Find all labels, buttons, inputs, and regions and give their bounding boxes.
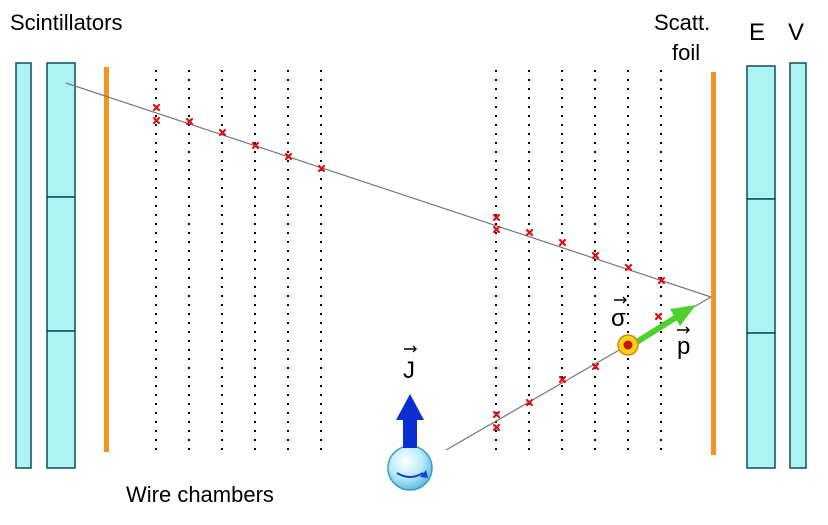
scintillator-segment-2 [46, 196, 76, 332]
cross-icon [251, 141, 260, 150]
e-segment-3 [746, 332, 776, 469]
momentum-arrow-head [670, 305, 696, 326]
spin-j-label: J [403, 357, 415, 384]
scattered-track [65, 82, 712, 298]
spin-vector-dot [617, 334, 639, 356]
rotation-arrow-icon [396, 472, 424, 478]
foil-label: foil [672, 40, 700, 65]
cross-icon [185, 117, 194, 126]
tracks [65, 82, 712, 451]
cross-icon [591, 251, 600, 260]
momentum-arrow [629, 305, 696, 348]
hits [152, 103, 666, 432]
cross-icon [558, 238, 567, 247]
cross-icon [218, 128, 227, 137]
cross-icon [317, 164, 326, 173]
sigma-vector-arrow [614, 296, 627, 304]
cross-icon [657, 276, 666, 285]
cross-icon [492, 225, 501, 234]
left-foil [104, 67, 109, 452]
rotation-arrow-tip [420, 470, 428, 478]
v-detector-label: V [788, 19, 804, 46]
p-vector-arrow [677, 326, 690, 334]
vector-accents [404, 296, 690, 353]
v-scintillator [789, 62, 807, 469]
scintillator-thin-left [15, 62, 32, 469]
source-nucleus [387, 394, 433, 491]
left-scintillators [15, 62, 76, 469]
cross-icon [525, 228, 534, 237]
cross-icon [492, 410, 501, 419]
j-vector-arrow [404, 345, 417, 353]
cross-icon [591, 362, 600, 371]
cross-icon [624, 263, 633, 272]
cross-icon [152, 103, 161, 112]
cross-icon [492, 423, 501, 432]
cross-icon [654, 312, 663, 321]
cross-icon [152, 116, 161, 125]
wire-chambers-label: Wire chambers [126, 482, 274, 507]
scintillator-segment-1 [46, 62, 76, 198]
scattering-foil [711, 72, 716, 455]
momentum-arrow-shaft [629, 315, 678, 348]
scintillator-segment-3 [46, 330, 76, 469]
e-detector-label: E [749, 19, 765, 46]
cross-icon [525, 398, 534, 407]
e-segment-1 [746, 65, 776, 200]
spin-arrow-head [396, 394, 424, 420]
cross-icon [492, 213, 501, 222]
spinning-nucleus-icon [387, 445, 433, 491]
up-arrow-icon [403, 418, 417, 448]
cross-icon [284, 152, 293, 161]
sigma-label: σ [611, 305, 626, 332]
scatt-label: Scatt. [654, 10, 710, 35]
right-scintillators [746, 62, 807, 469]
e-segment-2 [746, 198, 776, 334]
cross-icon [558, 375, 567, 384]
scintillators-label: Scintillators [10, 10, 122, 35]
momentum-p-label: p [677, 333, 690, 360]
